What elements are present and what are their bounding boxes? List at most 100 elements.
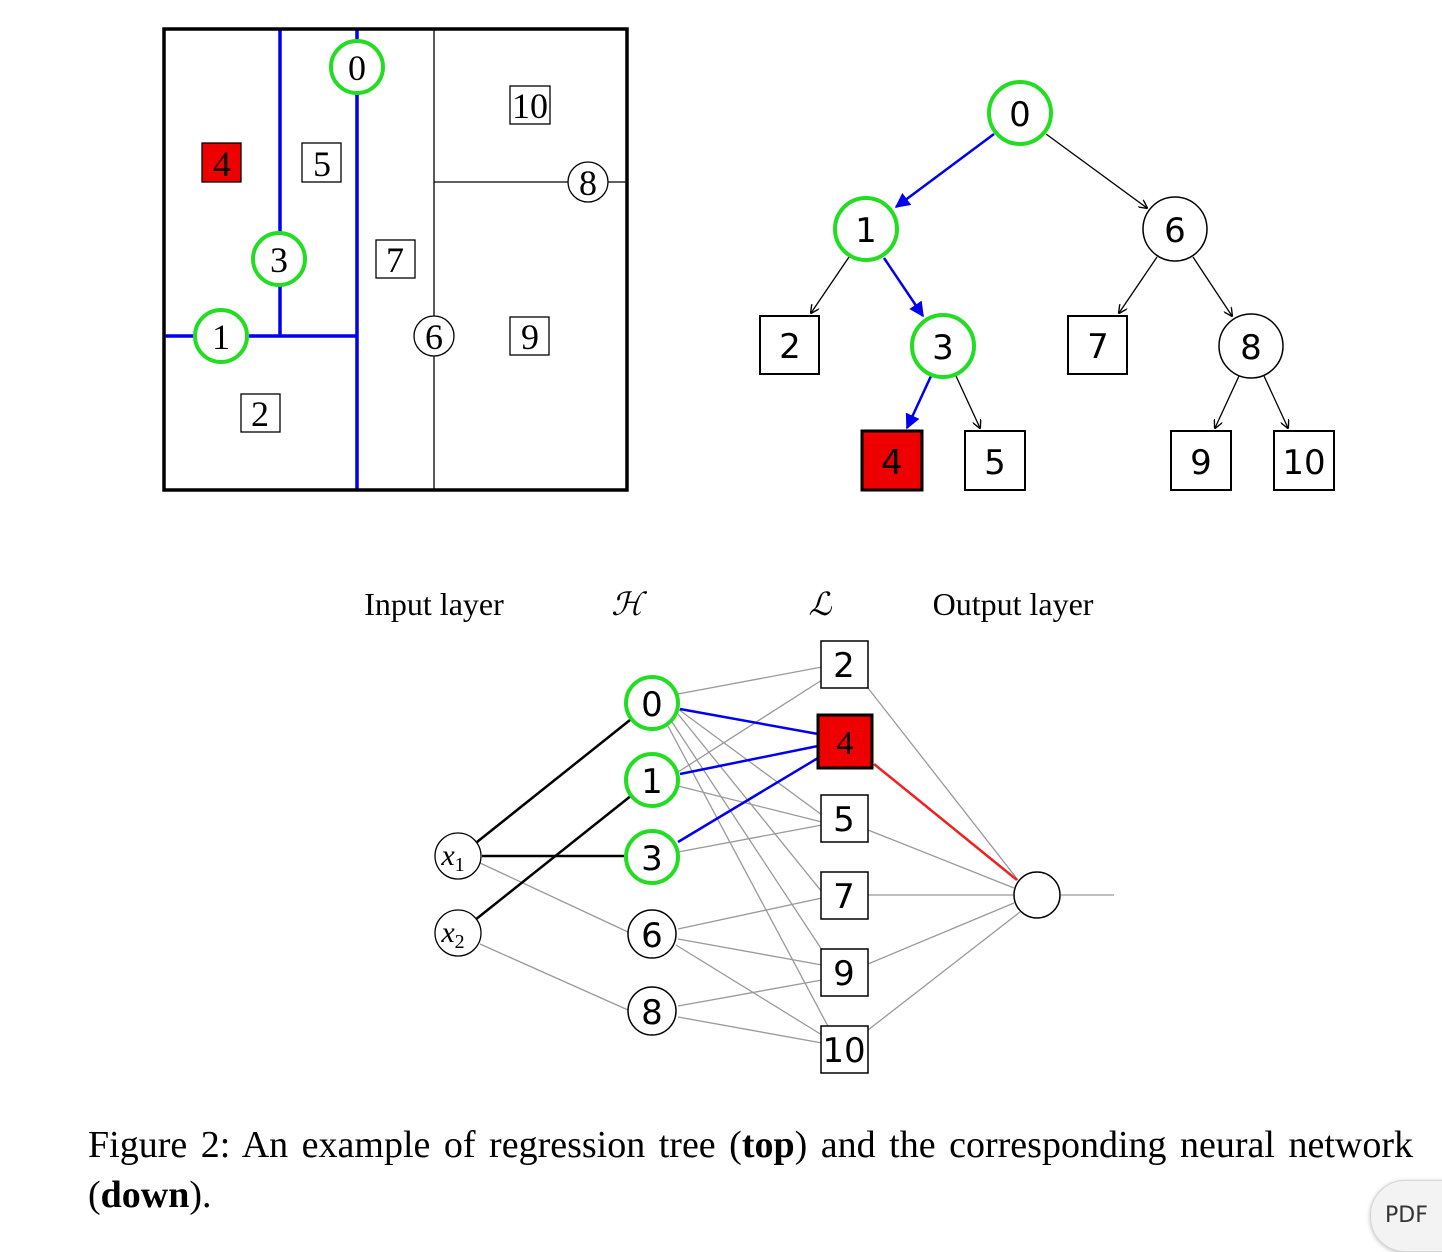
tree-edge: [1192, 256, 1232, 316]
input-node-label: x2: [440, 916, 464, 953]
caption-text: ).: [189, 1174, 212, 1216]
tree-edge-active: [905, 375, 933, 430]
partition-split-node: 6: [413, 315, 455, 357]
l-node: 10: [820, 1025, 869, 1074]
partition-split-label: 3: [270, 240, 288, 280]
l-node-selected: 4: [816, 713, 874, 770]
figure-caption: Figure 2: An example of regression tree …: [88, 1120, 1413, 1220]
tree-leaf: 5: [964, 430, 1026, 491]
input-node: x1: [434, 832, 482, 880]
partition-split-node: 8: [567, 161, 609, 203]
tree-leaf-selected: 4: [860, 429, 924, 492]
tree-leaf-label: 4: [881, 443, 903, 483]
partition-split-label: 8: [579, 163, 597, 203]
partition-leaf: 9: [509, 316, 550, 357]
input-node-label: x1: [440, 839, 464, 876]
partition-split-label: 0: [348, 48, 366, 88]
l-node-label: 7: [833, 877, 855, 917]
l-node-label: 2: [833, 646, 855, 686]
tree-leaf: 9: [1170, 430, 1232, 491]
partition-diagram: 0 1 3 6 8 2 4 5: [162, 27, 629, 492]
tree-node: 3: [910, 313, 976, 379]
partition-split-node: 3: [251, 231, 307, 287]
partition-leaf-label: 9: [521, 317, 539, 357]
active-input-edges: [474, 719, 633, 921]
partition-leaf-label: 4: [213, 144, 231, 184]
tree-edge: [1263, 375, 1288, 428]
tree-node-label: 0: [1009, 95, 1031, 135]
partition-leaf-selected: 4: [201, 142, 242, 184]
tree-node-label: 3: [932, 328, 954, 368]
tree-diagram: 0 1 6 3 8 2 4 5: [759, 80, 1335, 492]
partition-leaf: 10: [509, 85, 551, 126]
tree-edge: [955, 375, 980, 428]
l-node: 2: [820, 640, 869, 689]
l-node-label: 5: [833, 800, 855, 840]
caption-text: Figure 2: An example of regression tree …: [88, 1124, 742, 1166]
h-node: 1: [624, 752, 680, 808]
h-node-label: 8: [641, 993, 663, 1033]
tree-edge: [1119, 256, 1158, 313]
partition-split-label: 6: [425, 317, 443, 357]
tree-edge: [1215, 375, 1240, 428]
pdf-badge-button[interactable]: PDF: [1370, 1180, 1442, 1252]
h-node-label: 1: [641, 762, 663, 802]
caption-bold-top: top: [741, 1124, 795, 1166]
h-node-label: 6: [641, 916, 663, 956]
h-node-label: 0: [641, 685, 663, 725]
partition-leaf: 2: [240, 393, 281, 434]
h-node-label: 3: [641, 839, 663, 879]
tree-leaf-label: 7: [1087, 327, 1109, 367]
l-node: 9: [820, 948, 869, 997]
tree-leaf: 10: [1273, 430, 1335, 491]
output-node: [1013, 871, 1061, 919]
partition-leaf-label: 2: [251, 394, 269, 434]
tree-leaf-label: 5: [984, 443, 1006, 483]
tree-node: 0: [987, 80, 1053, 146]
tree-node-label: 8: [1240, 328, 1262, 368]
partition-split-label: 1: [212, 317, 230, 357]
l-node-label: 10: [822, 1031, 865, 1071]
partition-border: [162, 27, 629, 492]
tree-leaf: 7: [1067, 315, 1128, 375]
active-hidden-edges: [677, 707, 819, 844]
caption-bold-down: down: [100, 1174, 190, 1216]
network-diagram: Input layer ℋ ℒ Output layer: [364, 586, 1114, 1074]
selected-output-edge: [873, 763, 1018, 881]
h-node: 6: [627, 909, 677, 959]
output-layer-label: Output layer: [933, 586, 1094, 622]
tree-edge-active: [894, 132, 995, 209]
tree-node: 8: [1218, 313, 1284, 379]
partition-leaf: 7: [375, 239, 416, 280]
l-layer-label: ℒ: [808, 586, 832, 622]
tree-node-label: 6: [1164, 211, 1186, 251]
h-node: 8: [627, 986, 677, 1036]
tree-node: 1: [833, 196, 899, 262]
h-layer-label: ℋ: [611, 586, 647, 622]
l-node-label: 9: [833, 954, 855, 994]
partition-leaf-label: 7: [386, 240, 404, 280]
h-node: 3: [624, 829, 680, 885]
l-node: 5: [820, 794, 869, 843]
tree-leaf-label: 9: [1190, 443, 1212, 483]
partition-leaf: 5: [301, 142, 342, 184]
tree-edge-active: [882, 257, 925, 318]
tree-leaf-label: 10: [1282, 443, 1325, 483]
h-node: 0: [624, 675, 680, 731]
tree-edge: [1045, 133, 1147, 208]
tree-node: 6: [1142, 196, 1208, 262]
l-node-label: 4: [837, 725, 854, 762]
pdf-badge-label: PDF: [1385, 1203, 1428, 1228]
l-node: 7: [820, 871, 869, 920]
input-layer-label: Input layer: [364, 586, 504, 622]
tree-node-label: 1: [855, 211, 877, 251]
tree-edge: [811, 256, 850, 313]
inactive-edges: [479, 666, 1114, 1044]
partition-split-node: 1: [193, 308, 249, 364]
partition-leaf-label: 10: [512, 86, 548, 126]
caption-text: ) and the corresponding neural network (: [88, 1124, 1413, 1216]
partition-split-node: 0: [329, 39, 385, 95]
partition-leaf-label: 5: [313, 144, 331, 184]
tree-leaf-label: 2: [779, 327, 801, 367]
